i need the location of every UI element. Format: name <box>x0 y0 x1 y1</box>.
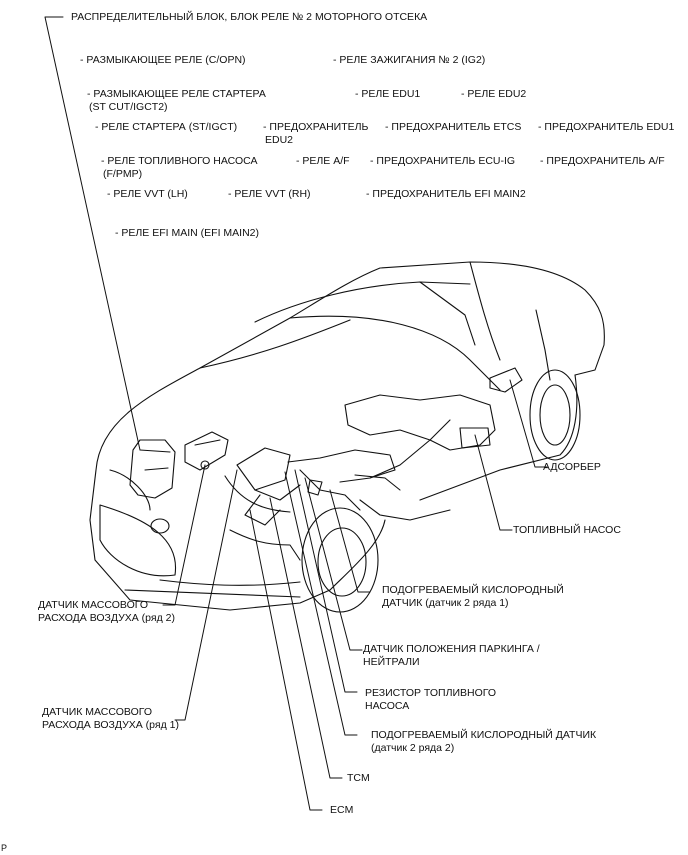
relay-item: - ПРЕДОХРАНИТЕЛЬ ETCS <box>385 121 522 133</box>
fuel-pump-resistor-label: РЕЗИСТОР ТОПЛИВНОГО <box>365 687 497 699</box>
relay-item: (ST CUT/IGCT2) <box>89 101 168 113</box>
leader-lines <box>44 16 548 811</box>
engine-assembly <box>236 419 451 526</box>
relay-item: - РАЗМЫКАЮЩЕЕ РЕЛЕ (C/OPN) <box>80 54 246 66</box>
fuel-pump-label: ТОПЛИВНЫЙ НАСОС <box>513 524 621 536</box>
leader-maf-bank2 <box>162 464 206 606</box>
relay-item: (F/PMP) <box>103 168 143 180</box>
canister <box>489 367 523 393</box>
relay-item: - РЕЛЕ EFI MAIN (EFI MAIN2) <box>115 227 259 239</box>
leader-o2-b2s2 <box>284 471 358 736</box>
relay-item: - РЕЛЕ EDU1 <box>355 88 421 100</box>
o2-sensor-b2s1-label: ДАТЧИК (датчик 2 ряда 1) <box>382 597 509 609</box>
leader-o2-b2s1 <box>329 489 371 593</box>
car-body <box>89 261 605 613</box>
leader-fuel-pump <box>474 434 513 531</box>
relay-item: - РЕЛЕ A/F <box>296 155 350 167</box>
relay-item: - РЕЛЕ VVT (RH) <box>228 188 311 200</box>
relay-block <box>129 439 176 499</box>
leader-tcm <box>269 497 343 779</box>
leader-pnp <box>304 477 363 651</box>
relay-item: - ПРЕДОХРАНИТЕЛЬ A/F <box>540 155 665 167</box>
exhaust-pipe <box>354 474 451 521</box>
relay-item: - РАЗМЫКАЮЩЕЕ РЕЛЕ СТАРТЕРА <box>87 88 266 100</box>
pnp-switch-label: ДАТЧИК ПОЛОЖЕНИЯ ПАРКИНГА / <box>363 643 540 655</box>
relay-item: - РЕЛЕ ТОПЛИВНОГО НАСОСА <box>101 155 258 167</box>
distribution-block-title: РАСПРЕДЕЛИТЕЛЬНЫЙ БЛОК, БЛОК РЕЛЕ № 2 МО… <box>71 11 428 23</box>
relay-item: - ПРЕДОХРАНИТЕЛЬ EFI MAIN2 <box>366 188 526 200</box>
relay-item: - ПРЕДОХРАНИТЕЛЬ EDU1 <box>538 121 675 133</box>
adsorber-label: АДСОРБЕР <box>543 461 601 473</box>
ecm-label: ECM <box>330 804 354 816</box>
maf-bank1-label: РАСХОДА ВОЗДУХА (ряд 1) <box>42 719 179 731</box>
relay-item: - РЕЛЕ ЗАЖИГАНИЯ № 2 (IG2) <box>333 54 486 66</box>
relay-item: - ПРЕДОХРАНИТЕЛЬ <box>263 121 369 133</box>
maf-bank2-label: РАСХОДА ВОЗДУХА (ряд 2) <box>38 612 175 624</box>
relay-item: - РЕЛЕ VVT (LH) <box>107 188 188 200</box>
pnp-switch-label: НЕЙТРАЛИ <box>363 656 420 668</box>
relay-item: - ПРЕДОХРАНИТЕЛЬ ECU-IG <box>370 155 516 167</box>
leader-adsorber <box>509 379 548 468</box>
fuel-tank <box>344 394 496 451</box>
maf-bank1-label: ДАТЧИК МАССОВОГО <box>42 706 152 718</box>
relay-item: - РЕЛЕ EDU2 <box>461 88 527 100</box>
leader-fp-resistor <box>294 469 358 693</box>
leader-ecm <box>249 509 323 811</box>
leader-relay-block <box>44 16 141 451</box>
figure-mark: P <box>1 843 8 853</box>
fuel-pump-resistor-label: НАСОСА <box>365 700 410 712</box>
tcm-label: TCM <box>347 772 370 784</box>
relay-item: - РЕЛЕ СТАРТЕРА (ST/IGCT) <box>95 121 238 133</box>
relay-item: EDU2 <box>265 134 294 146</box>
maf-sensor-bank2 <box>184 431 229 471</box>
leader-maf-bank1 <box>174 469 238 721</box>
maf-bank2-label: ДАТЧИК МАССОВОГО <box>38 599 148 611</box>
o2-sensor-b2s1-label: ПОДОГРЕВАЕМЫЙ КИСЛОРОДНЫЙ <box>382 584 564 596</box>
o2-sensor-b2s2-label: (датчик 2 ряда 2) <box>371 742 455 754</box>
o2-sensor-b2s2-label: ПОДОГРЕВАЕМЫЙ КИСЛОРОДНЫЙ ДАТЧИК <box>371 729 597 741</box>
